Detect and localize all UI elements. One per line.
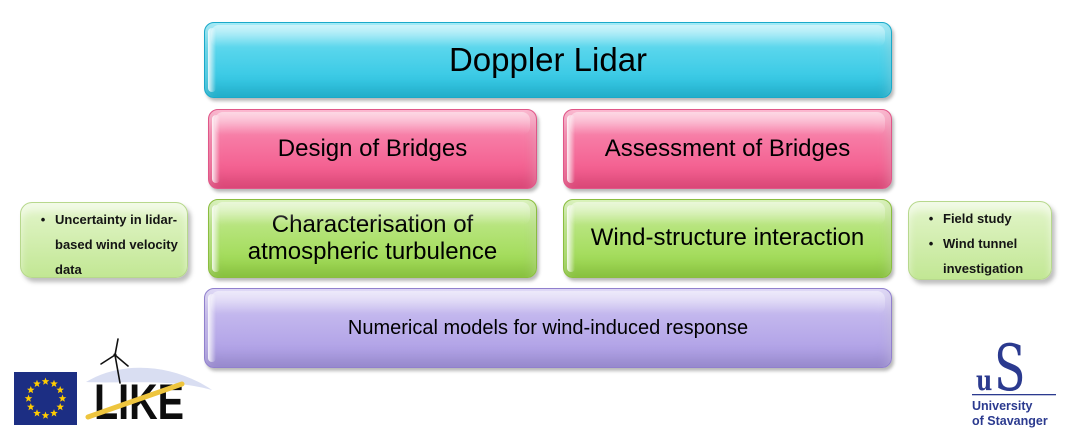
- uis-monogram-u: u: [976, 363, 992, 396]
- university-of-stavanger-logo: u S University of Stavanger: [972, 338, 1056, 428]
- node-doppler-lidar: Doppler Lidar: [204, 22, 892, 98]
- list-item: • Uncertainty in lidar-based wind veloci…: [31, 207, 181, 282]
- list-item: • Field study: [919, 206, 1045, 231]
- list-item: • Wind tunnel investigation: [919, 231, 1045, 281]
- like-wordmark: LIKE: [94, 374, 184, 430]
- eu-flag-icon: [14, 372, 77, 425]
- bullet-glyph: •: [40, 212, 46, 227]
- callout-text: Field study: [943, 211, 1012, 226]
- like-slash: [85, 381, 185, 420]
- callout-assessment-methods: • Field study • Wind tunnel investigatio…: [908, 201, 1052, 280]
- callout-text: Uncertainty in lidar-based wind velocity…: [55, 212, 178, 277]
- node-assessment-of-bridges: Assessment of Bridges: [563, 109, 892, 189]
- wind-turbine-icon: [100, 338, 129, 384]
- bullet-glyph: •: [928, 236, 934, 251]
- node-wind-structure-interaction: Wind-structure interaction: [563, 199, 892, 278]
- uis-name-line2: of Stavanger: [972, 414, 1048, 428]
- node-numerical-models: Numerical models for wind-induced respon…: [204, 288, 892, 368]
- bullet-glyph: •: [928, 211, 934, 226]
- uis-name-line1: University: [972, 399, 1032, 413]
- node-design-of-bridges: Design of Bridges: [208, 109, 537, 189]
- uis-monogram-s: S: [994, 338, 1026, 406]
- like-project-logo: LIKE: [85, 338, 212, 430]
- node-characterisation-turbulence: Characterisation of atmospheric turbulen…: [208, 199, 537, 278]
- callout-text: Wind tunnel investigation: [943, 236, 1024, 276]
- callout-lidar-uncertainty: • Uncertainty in lidar-based wind veloci…: [20, 202, 188, 278]
